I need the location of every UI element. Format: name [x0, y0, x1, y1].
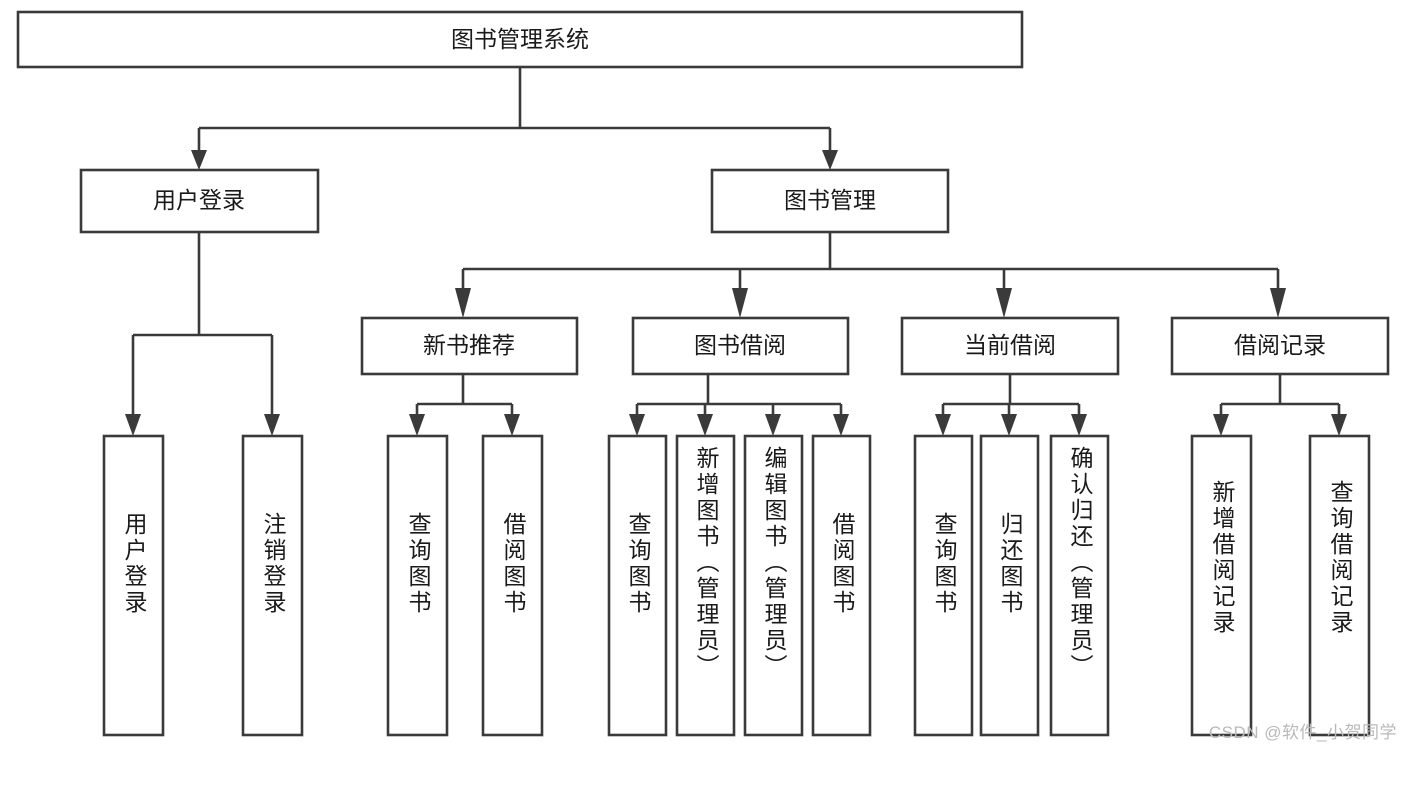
node-book-management[interactable] — [710, 168, 950, 234]
arrow-head-leaf-logout — [264, 414, 280, 436]
leaf-borrow-record-query-record[interactable] — [1308, 434, 1371, 737]
arrow-head-br-leaf-1 — [1213, 414, 1229, 436]
leaf-new-book-borrow-book[interactable] — [481, 434, 544, 737]
leaf-book-borrow-borrow-book[interactable] — [811, 434, 872, 737]
node-book-borrow[interactable] — [631, 316, 850, 376]
label-borrow-record: 借阅记录 — [1234, 332, 1326, 358]
leaf-current-borrow-confirm-return-admin[interactable] — [1049, 434, 1110, 737]
node-root-book-management-system[interactable] — [16, 10, 1024, 69]
leaf-current-borrow-query-book[interactable] — [913, 434, 974, 737]
arrow-head-bb-leaf-3 — [765, 414, 781, 436]
leaf-current-borrow-return-book[interactable] — [979, 434, 1040, 737]
arrow-head-book-manage — [822, 150, 838, 170]
label-new-book-recommend: 新书推荐 — [423, 332, 515, 358]
horizontal-label-layer: 图书管理系统 用户登录 图书管理 新书推荐 图书借阅 当前借阅 借阅记录 — [153, 26, 1326, 358]
arrow-head-br-leaf-2 — [1331, 414, 1347, 436]
arrow-head-new-book — [455, 288, 471, 318]
arrow-head-cb-leaf-3 — [1071, 414, 1087, 436]
arrow-head-nb-leaf-2 — [504, 414, 520, 436]
leaf-user-login-login[interactable] — [102, 434, 165, 737]
leaf-book-borrow-query-book[interactable] — [607, 434, 668, 737]
leaf-book-borrow-edit-book-admin[interactable] — [743, 434, 804, 737]
leaf-borrow-record-add-record[interactable] — [1190, 434, 1253, 737]
org-chart-svg: 图书管理系统 用户登录 图书管理 新书推荐 图书借阅 当前借阅 借阅记录 — [16, 10, 1390, 737]
node-new-book-recommend[interactable] — [360, 316, 579, 376]
node-borrow-record[interactable] — [1170, 316, 1390, 376]
arrow-head-current-borrow — [996, 288, 1012, 318]
arrow-head-bb-leaf-1 — [629, 414, 645, 436]
label-book-management: 图书管理 — [784, 187, 876, 213]
connector-layer — [125, 67, 1347, 436]
leaf-book-borrow-add-book-admin[interactable] — [675, 434, 736, 737]
node-user-login[interactable] — [79, 168, 320, 234]
arrow-head-book-borrow — [732, 288, 748, 318]
node-current-borrow[interactable] — [900, 316, 1120, 376]
label-user-login: 用户登录 — [153, 187, 245, 213]
label-current-borrow: 当前借阅 — [964, 332, 1056, 358]
arrow-head-bb-leaf-4 — [833, 414, 849, 436]
arrow-head-bb-leaf-2 — [697, 414, 713, 436]
arrow-head-leaf-user-login — [125, 414, 141, 436]
arrow-head-nb-leaf-1 — [409, 414, 425, 436]
leaf-new-book-query-book[interactable] — [386, 434, 449, 737]
node-box-layer — [16, 10, 1390, 737]
arrow-head-borrow-record — [1270, 288, 1286, 318]
arrow-head-cb-leaf-2 — [1001, 414, 1017, 436]
label-root: 图书管理系统 — [451, 26, 589, 52]
arrow-head-cb-leaf-1 — [935, 414, 951, 436]
leaf-user-login-logout[interactable] — [241, 434, 304, 737]
arrow-head-user-login — [191, 150, 207, 170]
label-book-borrow: 图书借阅 — [694, 332, 786, 358]
diagram-canvas-root: 图书管理系统 用户登录 图书管理 新书推荐 图书借阅 当前借阅 借阅记录 用户登… — [16, 10, 1397, 742]
